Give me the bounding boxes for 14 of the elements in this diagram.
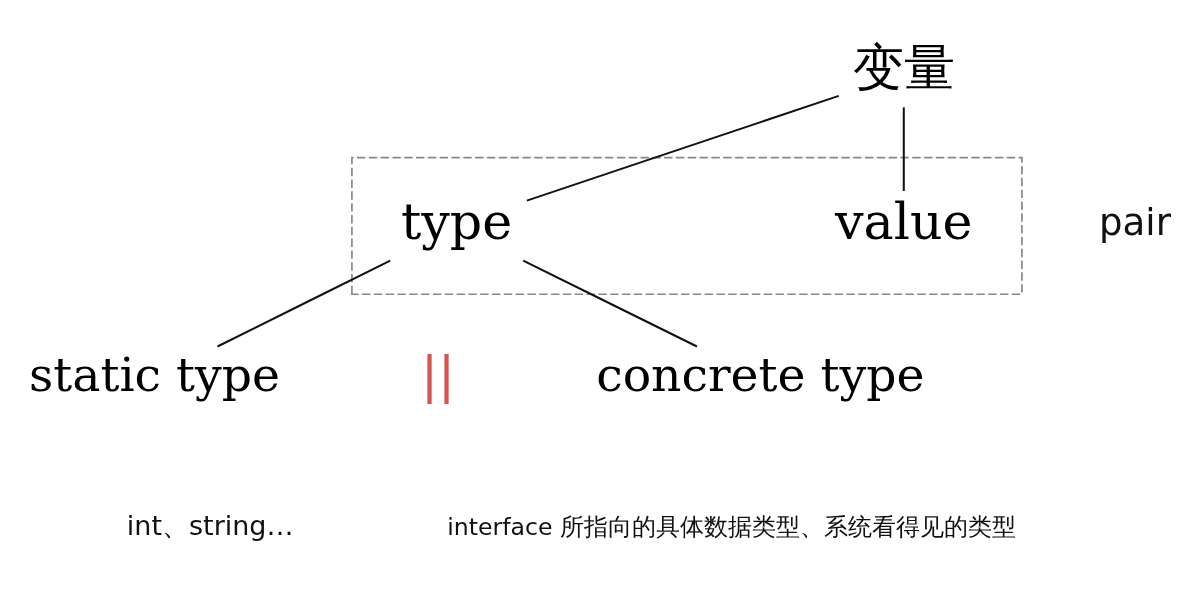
connector: [526, 94, 840, 202]
label: interface 所指向的具体数据类型、系统看得见的类型: [447, 513, 1017, 542]
node-text: value: [835, 191, 973, 251]
label: ||: [420, 345, 456, 405]
node-text: static type: [29, 347, 280, 403]
connector: [217, 259, 391, 348]
connector: [522, 259, 698, 348]
label: pair: [1099, 201, 1171, 245]
node-text: 变量: [852, 38, 955, 98]
label: int、string…: [126, 510, 294, 542]
node-text: type: [400, 191, 513, 251]
connector: [902, 107, 905, 191]
cluster: [351, 156, 1023, 296]
node-text: concrete type: [596, 347, 925, 403]
